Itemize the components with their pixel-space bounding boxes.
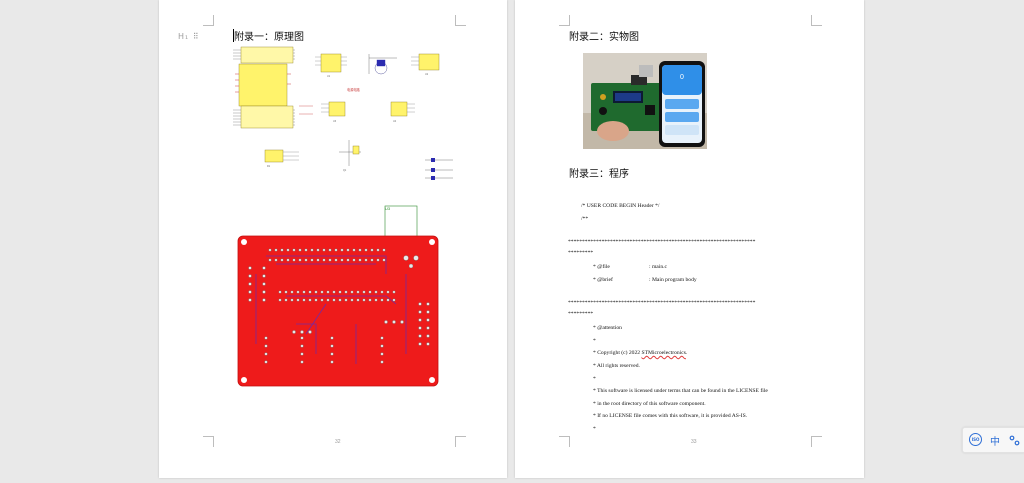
code-line[interactable]: * If no LICENSE file comes with this sof… — [593, 413, 747, 420]
code-line[interactable]: * @brief : Main program body — [593, 277, 697, 284]
schematic-ref-r1: R1 — [267, 165, 271, 168]
margin-corner-top-left — [559, 15, 570, 26]
appendix-3-heading[interactable]: 附录三：程序 — [569, 169, 629, 180]
ime-floating-toolbar[interactable]: ISO 中 — [962, 427, 1024, 453]
document-page-32: 附录一：原理图 — [159, 0, 507, 478]
pcb-component-label: U3 — [385, 206, 391, 211]
appendix-1-heading[interactable]: 附录一：原理图 — [234, 32, 304, 43]
code-line-value: : main.c — [649, 264, 668, 270]
code-line-value: : Main program body — [649, 277, 697, 283]
code-line-text: * — [593, 426, 596, 432]
code-line[interactable]: /* USER CODE BEGIN Header */ — [581, 203, 659, 210]
ime-chinese-mode-toggle[interactable]: 中 — [990, 437, 1000, 448]
code-line-text: * @file — [593, 264, 610, 270]
pcb-layout-image: U3 — [237, 205, 439, 387]
schematic-ref-q1: Q1 — [343, 169, 347, 172]
code-line-text: /* USER CODE BEGIN Header */ — [581, 203, 660, 209]
margin-corner-bottom-right — [455, 436, 466, 447]
code-line-text: * Copyright (c) 2022 STMicroelectronics. — [593, 350, 688, 356]
code-line-text: ****************************************… — [568, 300, 756, 306]
heading-drag-handle-icon[interactable]: H₁ ⠿ — [178, 32, 200, 41]
code-line[interactable]: * Copyright (c) 2022 STMicroelectronics. — [593, 350, 687, 357]
text-cursor — [233, 29, 234, 42]
code-line[interactable]: ****************************************… — [568, 300, 755, 307]
ime-settings-icon[interactable] — [1008, 434, 1020, 446]
code-line[interactable]: * @attention — [593, 325, 622, 332]
code-line[interactable]: * All rights reserved. — [593, 363, 640, 370]
margin-corner-top-left — [203, 15, 214, 26]
code-line[interactable]: * in the root directory of this software… — [593, 401, 706, 408]
code-line[interactable]: * This software is licensed under terms … — [593, 388, 768, 395]
code-line[interactable]: * @file : main.c — [593, 264, 667, 271]
schematic-power-label: 电源电路 — [347, 87, 361, 92]
ime-logo-icon[interactable]: ISO — [969, 433, 982, 446]
device-photo: 0 — [583, 53, 707, 149]
code-line-text: * This software is licensed under terms … — [593, 388, 768, 394]
code-line-text: * in the root directory of this software… — [593, 401, 706, 407]
device-photo-content: 0 — [583, 53, 707, 149]
margin-corner-bottom-right — [811, 436, 822, 447]
document-page-33: 附录二：实物图 0 附录三：程序 /* USER CODE BEGIN Head… — [515, 0, 864, 478]
code-line[interactable]: * — [593, 426, 596, 433]
schematic-diagram: 电源电路 U1 U2 U3 U4 R1 Q1 — [233, 46, 453, 180]
code-line-text: * @attention — [593, 325, 622, 331]
code-line[interactable]: /** — [581, 216, 588, 223]
appendix-2-heading[interactable]: 附录二：实物图 — [569, 32, 639, 43]
svg-text:0: 0 — [680, 74, 684, 81]
code-line-text: * — [593, 376, 596, 382]
page-number: 33 — [691, 439, 697, 445]
schematic-ref-u4: U4 — [393, 120, 397, 123]
code-line[interactable]: * — [593, 376, 596, 383]
schematic-ref-u3: U3 — [333, 120, 337, 123]
code-line-text: * — [593, 338, 596, 344]
code-line[interactable]: * — [593, 338, 596, 345]
code-line-text: ****************************************… — [568, 239, 756, 245]
code-line-text: /** — [581, 216, 589, 222]
margin-corner-top-right — [811, 15, 822, 26]
schematic-ref-u1: U1 — [327, 75, 331, 78]
margin-corner-top-right — [455, 15, 466, 26]
code-line-text: * @brief — [593, 277, 613, 283]
code-line-text: ********* — [568, 250, 594, 256]
code-line[interactable]: ****************************************… — [568, 239, 755, 246]
margin-corner-bottom-left — [203, 436, 214, 447]
code-line[interactable]: ********* — [568, 250, 593, 257]
code-line[interactable]: ********* — [568, 311, 593, 318]
margin-corner-bottom-left — [559, 436, 570, 447]
code-line-text: * All rights reserved. — [593, 363, 640, 369]
schematic-ref-u2: U2 — [425, 73, 429, 76]
page-number: 32 — [335, 439, 341, 445]
code-line-text: ********* — [568, 311, 594, 317]
code-line-text: * If no LICENSE file comes with this sof… — [593, 413, 748, 419]
